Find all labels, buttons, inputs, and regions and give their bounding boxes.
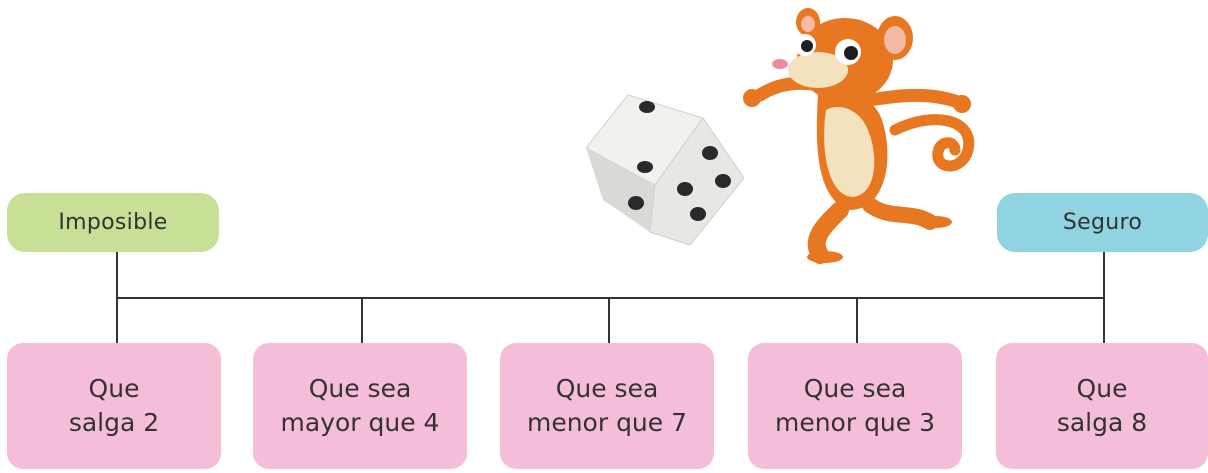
option-card-2: Que sea mayor que 4 [253, 343, 467, 469]
option-card-1-line1: Que [88, 374, 140, 403]
option-card-2-line1: Que sea [308, 374, 412, 403]
option-card-2-line2: mayor que 4 [280, 408, 440, 437]
impossible-label-text: Imposible [58, 210, 168, 235]
option-card-1: Que salga 2 [7, 343, 221, 469]
impossible-label: Imposible [7, 193, 219, 252]
option-card-3-line1: Que sea [555, 374, 659, 403]
die-icon [585, 94, 745, 246]
option-card-4-line1: Que sea [803, 374, 907, 403]
option-card-3-line2: menor que 7 [526, 408, 688, 437]
option-card-4: Que sea menor que 3 [748, 343, 962, 469]
option-card-5-line1: Que [1076, 374, 1128, 403]
option-card-5-line2: salga 8 [1056, 408, 1148, 437]
certain-label: Seguro [997, 193, 1208, 252]
monkey-icon [743, 8, 975, 264]
option-card-5: Que salga 8 [996, 343, 1208, 469]
option-card-4-line2: menor que 3 [774, 408, 936, 437]
option-card-1-line2: salga 2 [68, 408, 160, 437]
certain-label-text: Seguro [1062, 210, 1143, 235]
option-card-3: Que sea menor que 7 [500, 343, 714, 469]
